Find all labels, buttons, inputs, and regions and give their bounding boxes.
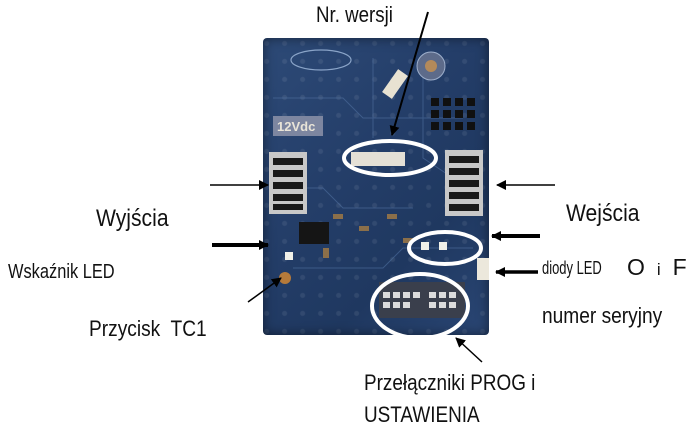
inputs-label: Wejścia [566,200,640,227]
output-connector-slots [273,158,303,210]
led-f [439,242,447,250]
switches-label-line1: Przełączniki PROG i [364,370,536,395]
capacitor-top [425,60,437,72]
switches-arrow [455,337,483,363]
led-indicator-label: Wskaźnik LED [8,261,115,283]
board-details: 12Vdc [269,49,489,318]
led-diodes-prefix: diody LED [542,258,602,278]
version-label: Nr. wersji [316,2,393,27]
dip-switch-toggles [383,292,456,308]
led-o [421,242,429,250]
version-highlight-ellipse [342,139,438,177]
diagonal-component [382,69,408,99]
logo-mark [290,49,352,71]
small-components [323,214,413,258]
circuit-board-photo: 12Vdc [263,38,489,335]
switches-label-line2: USTAWIENIA [364,402,480,427]
led-o-letter: O [627,254,645,280]
input-connector-slots [449,156,479,211]
serial-label [477,258,489,280]
tc1-button [279,272,291,284]
tc1-arrow [247,277,282,303]
outputs-label: Wyjścia [96,205,169,232]
led-highlight-ellipse [407,230,483,266]
silkscreen-box [273,116,323,136]
silkscreen-text: 12Vdc [277,119,315,134]
header-pins [431,98,475,130]
serial-number-label: numer seryjny [542,303,663,328]
led-i-letter: i [656,260,661,279]
ic-chip [299,222,329,244]
led-indicator [285,252,293,260]
tc1-button-label: Przycisk TC1 [89,316,207,341]
switches-highlight-ellipse [370,272,470,340]
version-arrow [389,11,429,136]
version-chip [351,152,405,166]
dip-switch-block [379,282,465,318]
led-f-letter: F [672,254,687,280]
